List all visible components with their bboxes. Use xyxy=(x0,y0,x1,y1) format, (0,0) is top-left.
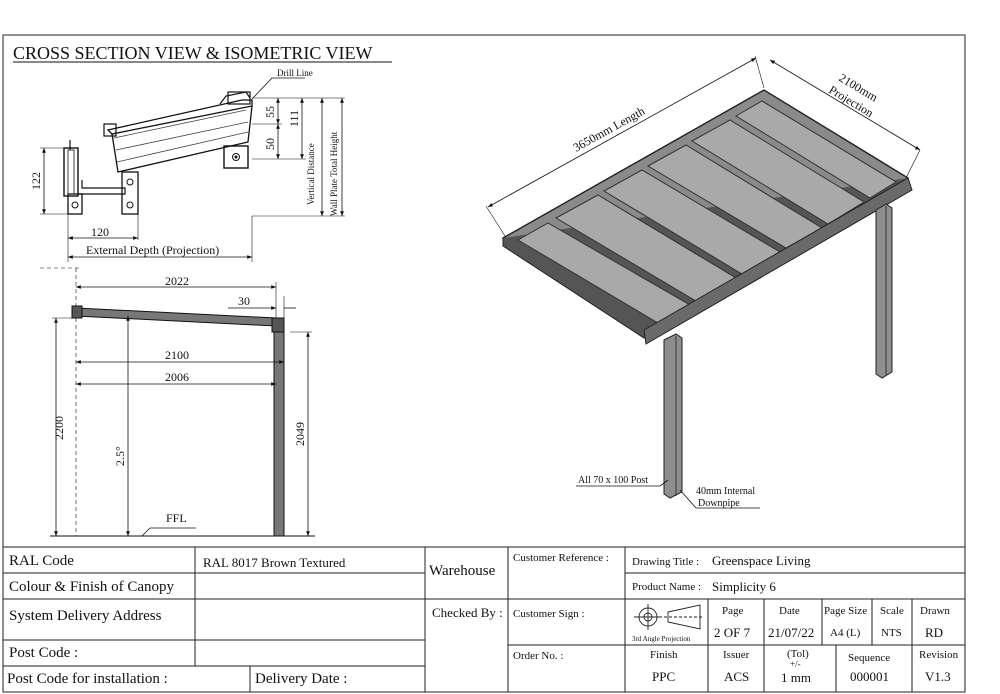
date-value: 21/07/22 xyxy=(768,625,815,640)
warehouse-label: Warehouse xyxy=(429,563,496,579)
customer-reference-label: Customer Reference : xyxy=(513,552,609,564)
scale-value: NTS xyxy=(881,627,902,639)
scale-label: Scale xyxy=(880,605,904,617)
drill-line-label: Drill Line xyxy=(277,68,313,78)
dim-2200: 2200 xyxy=(52,416,66,440)
dim-2022: 2022 xyxy=(165,274,189,288)
dim-30: 30 xyxy=(238,294,250,308)
drawing-title-value: Greenspace Living xyxy=(712,553,811,568)
drawn-label: Drawn xyxy=(920,605,950,617)
projection-symbol-label: 3rd Angle Projection xyxy=(632,635,691,643)
finish-label: Finish xyxy=(650,649,678,661)
length-dimension: 3650mm Length xyxy=(571,104,647,155)
sheet-border xyxy=(2,34,966,693)
title-block xyxy=(3,546,965,692)
checked-by-label: Checked By : xyxy=(432,605,503,620)
dim-2006: 2006 xyxy=(165,370,189,384)
post-code-installation-label: Post Code for installation : xyxy=(7,671,168,687)
sequence-label: Sequence xyxy=(848,652,891,664)
dim-122: 122 xyxy=(29,172,43,190)
ffl-label: FFL xyxy=(166,511,187,525)
dim-120: 120 xyxy=(91,225,109,239)
page-size-value: A4 (L) xyxy=(830,627,861,639)
dim-111: 111 xyxy=(287,110,301,127)
downpipe-label-2: Downpipe xyxy=(698,498,740,509)
page-label: Page xyxy=(722,605,744,617)
finish-value: PPC xyxy=(652,669,676,684)
external-depth-label: External Depth (Projection) xyxy=(86,243,219,257)
isometric-view: 3650mm Length 2100mm Projection All 70 x… xyxy=(485,55,921,509)
dim-50: 50 xyxy=(263,138,277,150)
product-name-label: Product Name : xyxy=(632,581,702,593)
issuer-value: ACS xyxy=(724,669,750,684)
delivery-date-label: Delivery Date : xyxy=(255,671,348,687)
delivery-address-label: System Delivery Address xyxy=(9,608,162,624)
issuer-label: Issuer xyxy=(723,649,750,661)
tol-value: 1 mm xyxy=(781,670,811,685)
page-size-label: Page Size xyxy=(824,605,868,617)
dim-55: 55 xyxy=(263,106,277,118)
drawn-value: RD xyxy=(925,625,944,640)
dim-2049: 2049 xyxy=(293,422,307,446)
post-code-label: Post Code : xyxy=(9,645,79,661)
tol-label: (Tol) xyxy=(787,648,809,660)
page-title: CROSS SECTION VIEW & ISOMETRIC VIEW xyxy=(13,43,373,63)
angle-label: 2.5° xyxy=(113,446,127,466)
revision-label: Revision xyxy=(919,649,959,661)
vertical-distance-label: Vertical Distance xyxy=(306,143,316,205)
ral-code-value: RAL 8017 Brown Textured xyxy=(203,555,346,570)
order-no-label: Order No. : xyxy=(513,650,564,662)
ral-code-label: RAL Code xyxy=(9,553,74,569)
downpipe-label-1: 40mm Internal xyxy=(696,486,755,497)
drawing-title-label: Drawing Title : xyxy=(632,556,700,568)
tol-plus-minus: +/- xyxy=(790,659,801,669)
page-value: 2 OF 7 xyxy=(714,625,751,640)
customer-sign-label: Customer Sign : xyxy=(513,608,585,620)
date-label: Date xyxy=(779,605,800,617)
dim-2100: 2100 xyxy=(165,348,189,362)
product-name-value: Simplicity 6 xyxy=(712,579,776,594)
third-angle-projection-icon xyxy=(634,604,704,630)
cross-section-view: Drill Line 55 50 111 Vertical Distance W… xyxy=(29,68,345,262)
wall-plate-height-label: Wall Plate Total Height xyxy=(329,131,339,216)
sequence-value: 000001 xyxy=(850,669,889,684)
post-label: All 70 x 100 Post xyxy=(578,475,648,486)
colour-finish-label: Colour & Finish of Canopy xyxy=(9,579,175,595)
side-elevation-view: 2022 30 2100 2006 2200 2.5° 2049 FFL xyxy=(40,267,315,537)
revision-value: V1.3 xyxy=(925,669,951,684)
